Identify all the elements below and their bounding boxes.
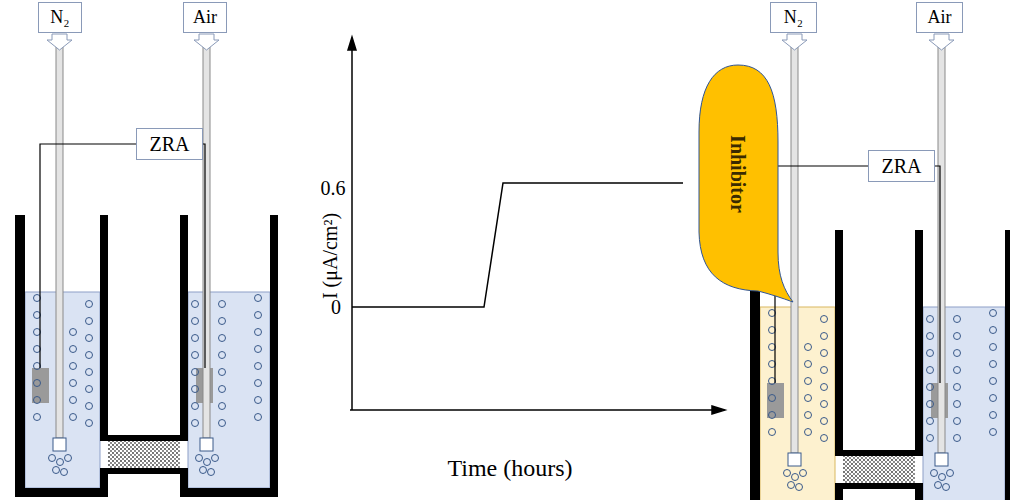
inhibitor-callout: Inhibitor bbox=[694, 62, 794, 307]
gas-label-box: Air bbox=[183, 2, 227, 33]
current-curve bbox=[352, 183, 683, 307]
gas-tube bbox=[56, 42, 945, 453]
gas-label-box: N₂ bbox=[38, 2, 82, 33]
tick-label: 0.6 bbox=[321, 177, 346, 199]
box-label: N₂ bbox=[50, 8, 69, 28]
h-cell bbox=[750, 230, 1010, 500]
chart-axes bbox=[348, 37, 725, 414]
box-label: N₂ bbox=[784, 8, 803, 28]
zra-box: ZRA bbox=[868, 150, 935, 182]
box-label: ZRA bbox=[150, 133, 190, 155]
gas-bubbles bbox=[34, 295, 997, 491]
zra-box: ZRA bbox=[136, 128, 203, 160]
gas-label-box: N₂ bbox=[770, 2, 817, 33]
axis-title: I (μA/cm²) bbox=[319, 213, 341, 299]
h-cell bbox=[15, 215, 278, 497]
box-label: Air bbox=[193, 8, 217, 28]
gas-label-box: Air bbox=[916, 2, 963, 33]
tick-label: 0 bbox=[331, 296, 341, 318]
box-label: Air bbox=[928, 8, 952, 28]
inlet-arrow bbox=[47, 34, 954, 50]
axis-title: Time (hours) bbox=[447, 455, 572, 481]
wire bbox=[40, 144, 940, 383]
callout-text: Inhibitor bbox=[727, 135, 749, 213]
box-label: ZRA bbox=[882, 155, 922, 177]
